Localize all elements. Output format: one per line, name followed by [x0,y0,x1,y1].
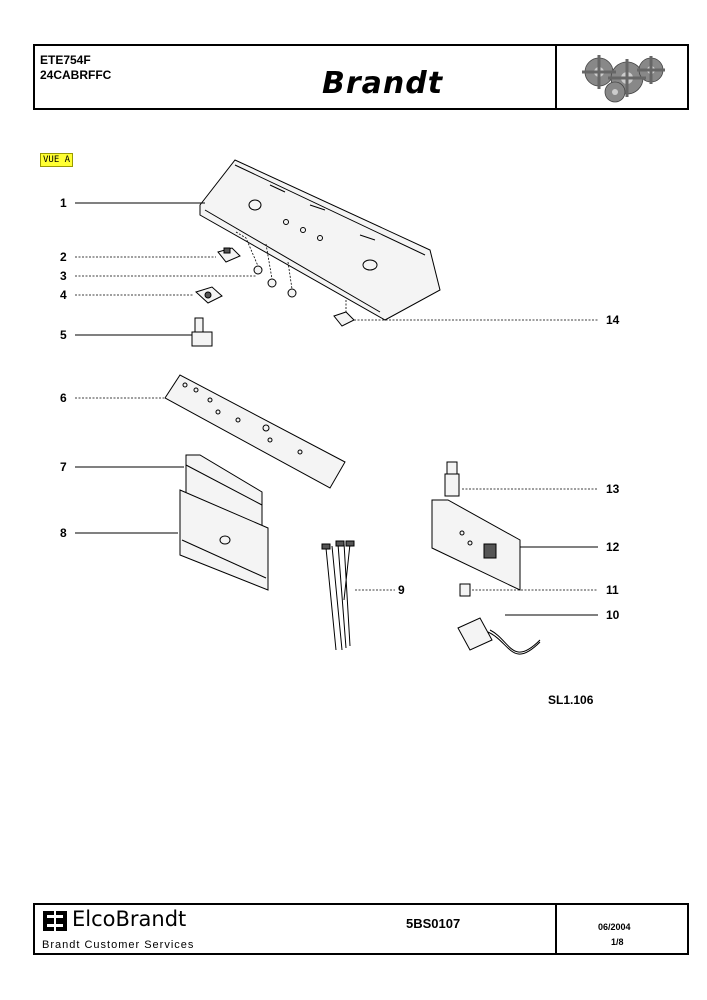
callout-8: 8 [60,526,67,540]
callout-5: 5 [60,328,67,342]
part-housing [179,489,269,591]
part-clip [459,583,471,597]
part-control-panel [199,159,441,321]
callout-11: 11 [606,583,619,597]
part-connector [444,461,460,497]
callout-14: 14 [606,313,620,327]
part-bracket [431,499,521,591]
gears-icon [565,50,681,106]
part-harness [321,540,355,651]
company-logo: ElcoBrandt [72,907,187,931]
callout-12: 12 [606,540,620,554]
header-divider [555,44,557,110]
footer-divider [555,903,557,955]
eb-icon [42,910,68,932]
callout-4: 4 [60,288,67,302]
part-board [164,374,346,489]
part-selector [195,286,223,304]
diagram-reference: SL1.106 [548,693,594,707]
callout-13: 13 [606,482,620,496]
part-buttons [235,231,297,298]
callout-1: 1 [60,196,67,210]
model-code: 24CABRFFC [40,68,112,82]
view-label: VUE A [40,153,74,167]
callout-7: 7 [60,460,67,474]
page-number: 1/8 [611,937,624,947]
callout-6: 6 [60,391,67,405]
part-switch [217,247,241,263]
callout-3: 3 [60,269,67,283]
part-potentiometer [191,317,213,347]
company-subtitle: Brandt Customer Services [42,939,195,951]
document-date: 06/2004 [598,922,631,932]
callout-2: 2 [60,250,67,264]
footer-frame [33,903,689,955]
brand-logo: Brandt [322,66,444,101]
document-number: 5BS0107 [406,916,461,931]
part-power-cord [457,617,541,655]
header-frame [33,44,689,110]
part-small-switch [333,300,355,327]
callout-9: 9 [398,583,405,597]
leader-lines [75,202,598,616]
callout-10: 10 [606,608,620,622]
model-number: ETE754F [40,53,91,67]
